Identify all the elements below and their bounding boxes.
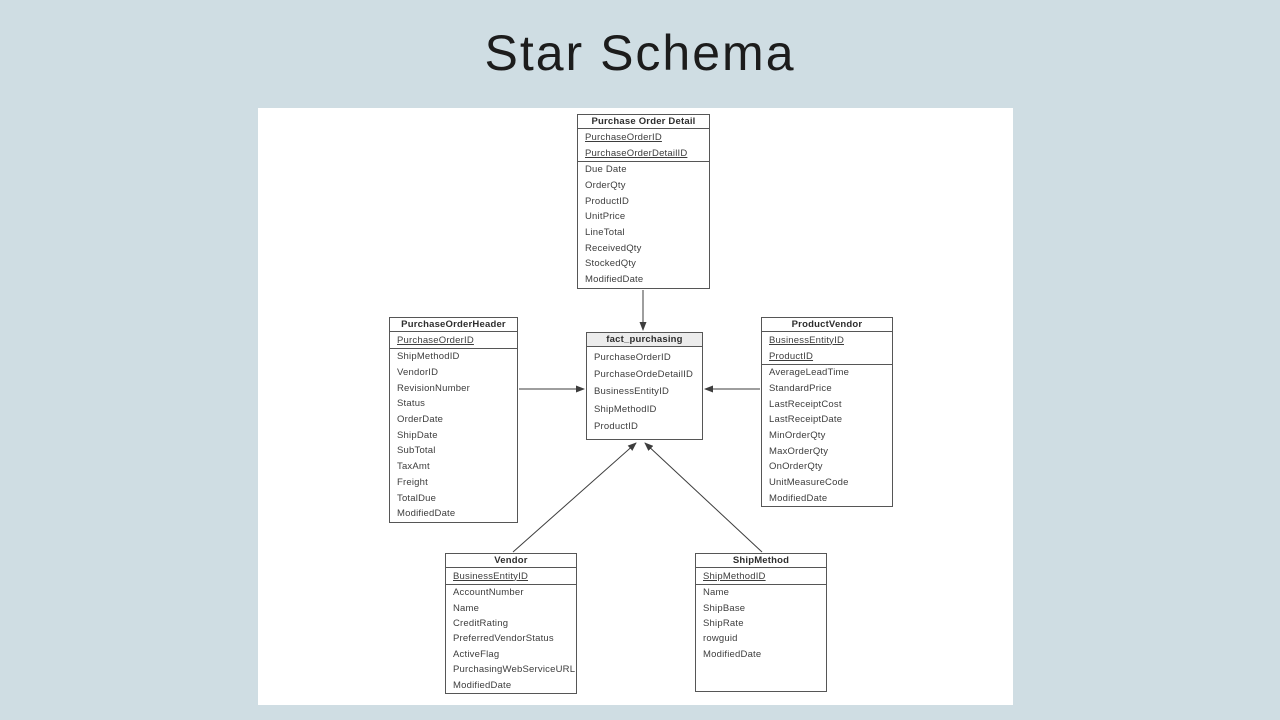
table-title: PurchaseOrderHeader bbox=[390, 318, 517, 332]
entity-table-purchase-order-header: PurchaseOrderHeader PurchaseOrderID Ship… bbox=[389, 317, 518, 523]
attribute-field: AverageLeadTime bbox=[769, 367, 850, 379]
attribute-field: RevisionNumber bbox=[397, 382, 471, 394]
key-fields: BusinessEntityID ProductID bbox=[762, 332, 892, 365]
page-title: Star Schema bbox=[484, 25, 796, 81]
attribute-field: ProductID bbox=[585, 195, 630, 207]
key-field: ProductID bbox=[769, 350, 814, 362]
attribute-field: ShipMethodID bbox=[594, 403, 657, 415]
attribute-field: ShipMethodID bbox=[397, 351, 460, 363]
attribute-field: ModifiedDate bbox=[453, 679, 512, 691]
key-fields: PurchaseOrderID bbox=[390, 332, 517, 349]
attribute-field: TotalDue bbox=[397, 492, 437, 504]
attribute-field: Due Date bbox=[585, 164, 627, 176]
attribute-field: TaxAmt bbox=[397, 461, 430, 473]
attribute-field: MaxOrderQty bbox=[769, 445, 829, 457]
attribute-field: BusinessEntityID bbox=[594, 386, 670, 398]
attribute-field: LineTotal bbox=[585, 227, 625, 239]
table-title: ShipMethod bbox=[696, 554, 826, 568]
attribute-field: ActiveFlag bbox=[453, 648, 500, 660]
attribute-field: ShipRate bbox=[703, 617, 744, 629]
attribute-field: StandardPrice bbox=[769, 383, 832, 395]
table-title: ProductVendor bbox=[762, 318, 892, 332]
attribute-field: PurchaseOrderID bbox=[594, 352, 671, 364]
attribute-field: ModifiedDate bbox=[703, 648, 762, 660]
key-field: PurchaseOrderDetailID bbox=[585, 147, 688, 159]
key-field: BusinessEntityID bbox=[453, 570, 529, 582]
attribute-field: LastReceiptDate bbox=[769, 414, 843, 426]
key-field: PurchaseOrderID bbox=[585, 131, 662, 143]
attribute-field: PurchaseOrdeDetailID bbox=[594, 369, 694, 381]
attribute-field: OrderDate bbox=[397, 414, 444, 426]
attribute-field: ModifiedDate bbox=[397, 508, 456, 520]
attribute-field: PreferredVendorStatus bbox=[453, 633, 554, 645]
attribute-field: UnitMeasureCode bbox=[769, 477, 849, 489]
key-fields: PurchaseOrderID PurchaseOrderDetailID bbox=[578, 129, 709, 162]
attribute-field: StockedQty bbox=[585, 258, 637, 270]
attribute-field: Name bbox=[703, 587, 730, 599]
table-title: Purchase Order Detail bbox=[578, 115, 709, 129]
attribute-field: SubTotal bbox=[397, 445, 436, 457]
attribute-field: rowguid bbox=[703, 633, 738, 645]
attribute-field: UnitPrice bbox=[585, 211, 626, 223]
key-fields: ShipMethodID bbox=[696, 568, 826, 585]
attribute-field: MinOrderQty bbox=[769, 430, 826, 442]
attribute-field: OrderQty bbox=[585, 180, 626, 192]
attribute-field: Freight bbox=[397, 476, 428, 488]
attribute-fields: PurchaseOrderID PurchaseOrdeDetailID Busin… bbox=[587, 347, 702, 439]
attribute-field: Status bbox=[397, 398, 426, 410]
attribute-field: ReceivedQty bbox=[585, 242, 642, 254]
attribute-field: OnOrderQty bbox=[769, 461, 823, 473]
attribute-field: Name bbox=[453, 602, 480, 614]
attribute-field: CreditRating bbox=[453, 617, 509, 629]
key-fields: BusinessEntityID bbox=[446, 568, 576, 585]
attribute-field: ShipBase bbox=[703, 602, 746, 614]
attribute-field: ModifiedDate bbox=[769, 492, 828, 504]
attribute-field: ModifiedDate bbox=[585, 274, 644, 286]
table-title: Vendor bbox=[446, 554, 576, 568]
key-field: BusinessEntityID bbox=[769, 334, 845, 346]
attribute-field: VendorID bbox=[397, 367, 439, 379]
table-title: fact_purchasing bbox=[587, 333, 702, 347]
attribute-field: PurchasingWebServiceURL bbox=[453, 664, 576, 676]
attribute-field: ShipDate bbox=[397, 429, 438, 441]
key-field: ShipMethodID bbox=[703, 570, 766, 582]
key-field: PurchaseOrderID bbox=[397, 334, 474, 346]
attribute-field: AccountNumber bbox=[453, 587, 524, 599]
attribute-field: ProductID bbox=[594, 420, 639, 432]
attribute-field: LastReceiptCost bbox=[769, 398, 842, 410]
